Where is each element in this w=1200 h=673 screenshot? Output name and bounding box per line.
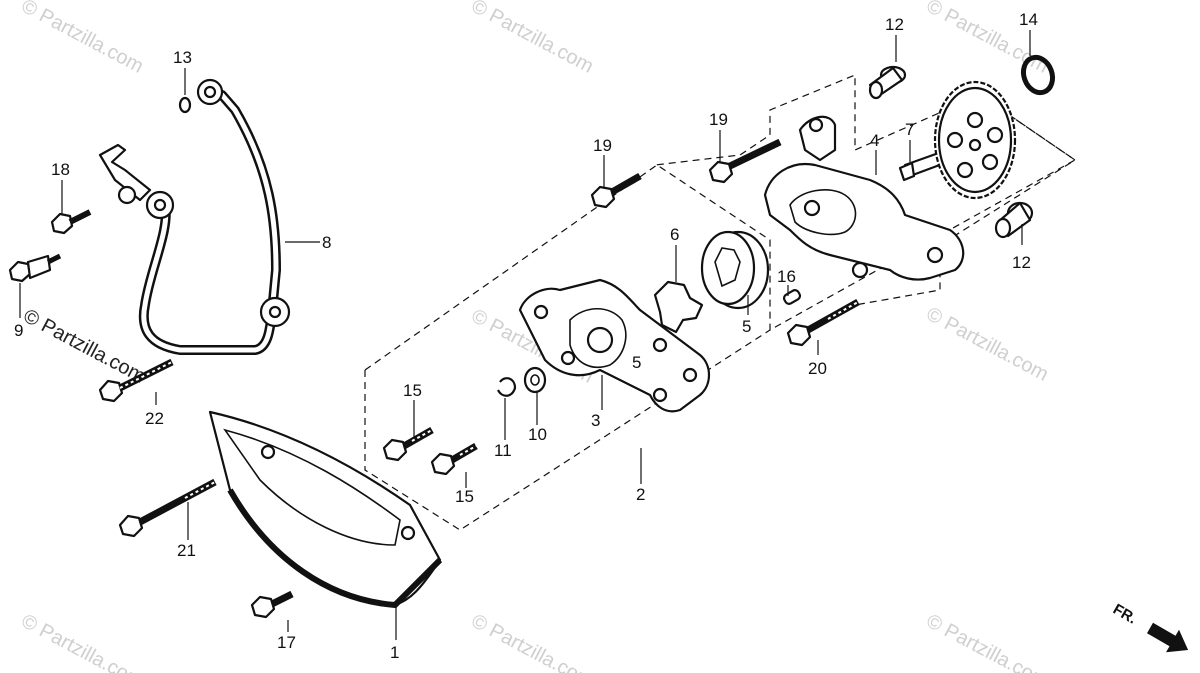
callout-12-right: 12 (1012, 253, 1031, 272)
callout-11: 11 (494, 441, 512, 460)
bolt-19-upper (708, 138, 782, 184)
part-3-pump-body (518, 278, 711, 413)
callout-20: 20 (808, 359, 827, 378)
bolt-15-a (382, 426, 434, 462)
watermark-text: © Partzilla.com (468, 610, 597, 673)
driven-gear (933, 80, 1017, 200)
part-8-oil-pipe (98, 78, 291, 355)
callout-2: 2 (636, 485, 645, 504)
part-4-pump-cover (763, 115, 965, 281)
callout-3: 3 (591, 411, 600, 430)
bolt-21 (118, 478, 217, 538)
gear-box-outline (854, 94, 1077, 306)
callout-12-top: 12 (885, 15, 904, 34)
callout-19-lower: 19 (593, 136, 612, 155)
callout-labels: 1 2 3 4 5 5 6 7 8 9 10 11 12 12 13 14 15… (14, 10, 1038, 662)
callout-17: 17 (277, 633, 296, 652)
callout-16: 16 (777, 267, 796, 286)
left-bolts (8, 96, 294, 619)
bolt-20 (786, 298, 860, 347)
part-5-outer-rotor (700, 230, 770, 310)
callout-19-upper: 19 (709, 110, 728, 129)
callout-7: 7 (905, 120, 914, 139)
bolt-22 (98, 358, 174, 403)
part-6-inner-rotor (653, 280, 704, 334)
assembly-outlines (364, 74, 1077, 531)
watermark-text: © Partzilla.com (18, 610, 147, 673)
bolt-18 (50, 209, 92, 235)
part-16-dowel-pin (782, 289, 802, 305)
callout-14: 14 (1019, 10, 1038, 29)
part-14-o-ring (1020, 54, 1056, 96)
pump-bolts (382, 138, 860, 476)
pump-assembly-outline-lower (364, 329, 771, 531)
clip-11 (497, 377, 517, 397)
watermark-text: © Partzilla.com (923, 610, 1052, 673)
washer-13 (178, 96, 192, 114)
fr-label: FR. (1110, 601, 1139, 628)
leader-lines (19, 30, 1031, 640)
callout-21: 21 (177, 541, 196, 560)
bolt-17 (250, 590, 294, 619)
arrow-right-icon (1147, 622, 1189, 653)
callout-1: 1 (390, 643, 399, 662)
callout-5-inline: 5 (632, 353, 641, 372)
bolt-19-lower (590, 172, 642, 209)
callout-10: 10 (528, 425, 547, 444)
washer-10-hole (530, 374, 540, 386)
callout-6: 6 (670, 225, 679, 244)
callout-13: 13 (173, 48, 192, 67)
bolt-9 (8, 253, 62, 283)
part-1-guard-plate (208, 410, 443, 609)
front-direction-marker: FR. (1110, 601, 1189, 653)
callout-15-b: 15 (455, 487, 474, 506)
callout-9: 9 (14, 321, 23, 340)
part-12-collar-right (994, 201, 1034, 239)
watermark-text: © Partzilla.com (468, 0, 597, 78)
watermark-text: © Partzilla.com (923, 303, 1052, 386)
watermark-text: © Partzilla.com (18, 0, 147, 78)
callout-15-a: 15 (403, 381, 422, 400)
callout-18: 18 (51, 160, 70, 179)
watermark-text: © Partzilla.com (20, 305, 149, 388)
callout-8: 8 (322, 233, 331, 252)
callout-5: 5 (742, 317, 751, 336)
bolt-15-b (430, 442, 478, 476)
callout-22: 22 (145, 409, 164, 428)
callout-4: 4 (870, 131, 879, 150)
washer-10 (523, 366, 547, 394)
part-12-collar-top (868, 65, 907, 100)
pump-assembly-outline (364, 74, 1077, 371)
